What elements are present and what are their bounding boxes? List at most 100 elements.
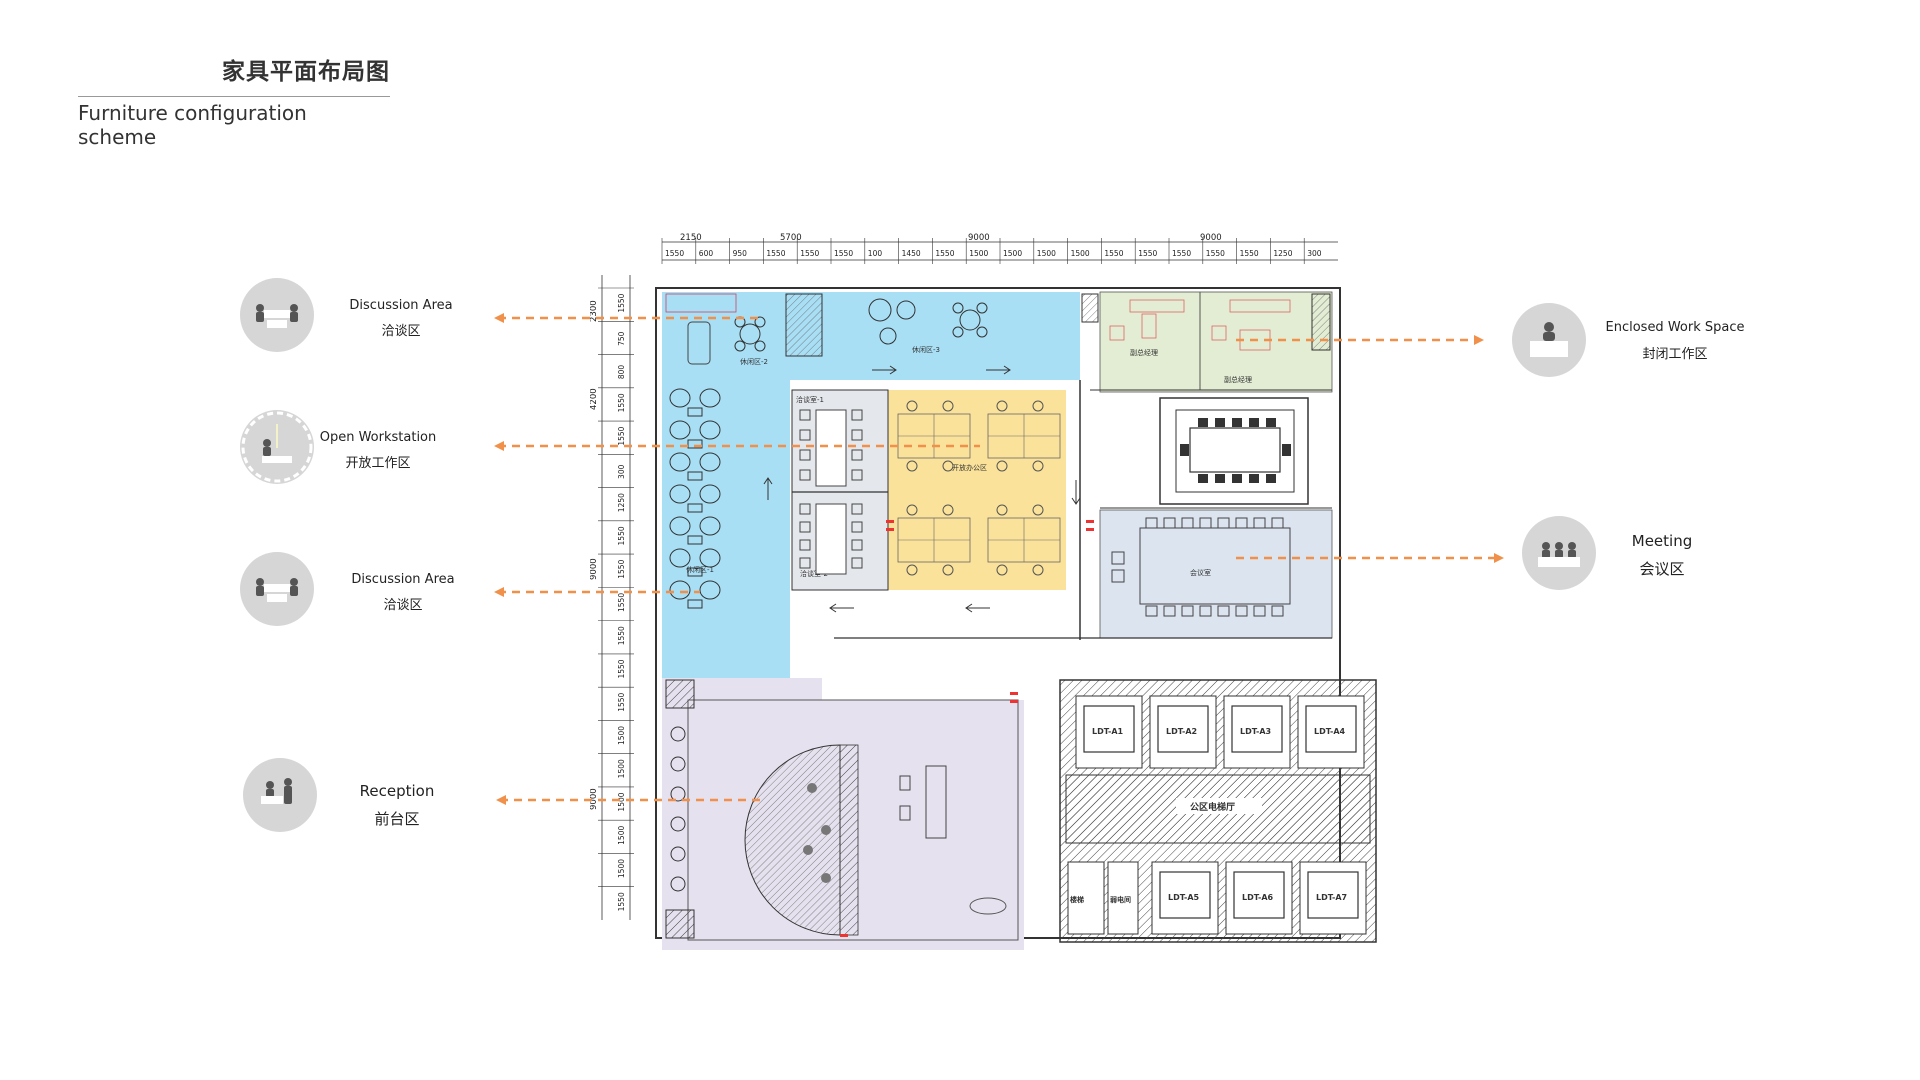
leisure-1-furniture — [669, 388, 721, 609]
dim-left-minor: 1500 — [617, 826, 626, 845]
side-table — [687, 471, 703, 481]
chair — [942, 564, 954, 576]
chair — [1032, 460, 1044, 472]
dim-top-minor: 1550 — [834, 249, 853, 258]
chair — [1199, 517, 1212, 529]
dim-top-minor: 100 — [868, 249, 883, 258]
legend-label-en: Discussion Area — [349, 298, 453, 313]
chair — [1232, 418, 1242, 427]
chair — [1145, 517, 1158, 529]
dim-left-minor: 1550 — [617, 659, 626, 678]
office-desk-icon — [1512, 303, 1586, 377]
leisure-2-furniture — [665, 293, 823, 365]
dim-top-minor: 1450 — [902, 249, 921, 258]
chair — [1249, 474, 1259, 483]
nego-2-label: 洽谈室-2 — [800, 569, 828, 578]
armchair — [669, 484, 691, 504]
page-title-cn: 家具平面布局图 — [222, 59, 390, 85]
armchair — [669, 580, 691, 600]
chair — [670, 726, 686, 742]
armchair — [699, 420, 721, 440]
lift-label: LDT-A3 — [1240, 727, 1271, 736]
leisure-2-label: 休闲区-2 — [740, 357, 768, 366]
chair — [996, 504, 1008, 516]
armchair — [669, 420, 691, 440]
chair — [799, 429, 811, 441]
legend-label-cn: 会议区 — [1639, 560, 1685, 578]
legend-label-en: Reception — [359, 782, 435, 800]
legend-label-en: Discussion Area — [351, 572, 455, 587]
chair — [1235, 517, 1248, 529]
dim-top-minor: 950 — [733, 249, 748, 258]
side-table — [687, 439, 703, 449]
armchair — [699, 484, 721, 504]
side-table — [687, 567, 703, 577]
chair — [851, 469, 863, 481]
lift-label: LDT-A5 — [1168, 893, 1200, 902]
nego-1-label: 洽谈室-1 — [796, 395, 824, 404]
chair — [799, 449, 811, 461]
chair — [1111, 551, 1125, 565]
chair — [1163, 517, 1176, 529]
dim-top-minor: 1500 — [1003, 249, 1022, 258]
side-table — [687, 407, 703, 417]
dim-top-major-1: 2150 — [680, 233, 702, 243]
chair — [996, 400, 1008, 412]
chair — [1266, 474, 1276, 483]
dim-top-minor: 1550 — [1172, 249, 1191, 258]
lift-shaft — [1075, 695, 1143, 769]
dim-top-minor: 1500 — [1071, 249, 1090, 258]
legend-label-cn: 洽谈区 — [383, 598, 423, 613]
chair — [906, 460, 918, 472]
chair — [1032, 400, 1044, 412]
armchair — [669, 388, 691, 408]
nego-table — [815, 503, 847, 575]
dim-left-minor: 1550 — [617, 559, 626, 578]
chair — [996, 460, 1008, 472]
dim-top-minor: 1550 — [935, 249, 954, 258]
chair — [1163, 605, 1176, 617]
chair — [799, 503, 811, 515]
dim-left-minor: 1250 — [617, 493, 626, 512]
dim-top-minor: 600 — [699, 249, 714, 258]
lift-label: LDT-A7 — [1316, 893, 1347, 902]
chair — [1180, 444, 1189, 456]
dim-top-minor: 1550 — [800, 249, 819, 258]
dim-left-major-1: 2300 — [590, 300, 599, 322]
chair — [1235, 605, 1248, 617]
chair — [1217, 517, 1230, 529]
lift-shaft — [1223, 695, 1291, 769]
armchair — [699, 580, 721, 600]
dim-left-minor: 1500 — [617, 859, 626, 878]
chair — [1253, 517, 1266, 529]
door-markers — [840, 520, 1094, 937]
meeting-zone — [1099, 509, 1333, 639]
dim-top-minor: 1550 — [665, 249, 684, 258]
chair — [1232, 474, 1242, 483]
dim-top-minor: 1250 — [1273, 249, 1292, 258]
open-office-label: 开放办公区 — [952, 463, 987, 472]
legend-label-en: Meeting — [1631, 532, 1693, 550]
chair — [799, 409, 811, 421]
dim-top-minor: 1550 — [1240, 249, 1259, 258]
dim-left-minor: 300 — [617, 464, 626, 479]
lift-label: LDT-A4 — [1314, 727, 1346, 736]
chair — [906, 564, 918, 576]
dim-left-minor: 1550 — [617, 692, 626, 711]
armchair — [699, 548, 721, 568]
chair — [1266, 418, 1276, 427]
side-table — [687, 599, 703, 609]
elec-room-label: 弱电间 — [1110, 895, 1131, 904]
legend-label-en: Open Workstation — [319, 430, 437, 445]
chair — [906, 504, 918, 516]
page-title-en: Furniture configuration scheme — [78, 101, 307, 149]
chair — [1032, 504, 1044, 516]
circulation-arrows — [763, 365, 1081, 613]
lift-shaft — [1225, 861, 1293, 935]
chair — [851, 503, 863, 515]
armchair — [699, 452, 721, 472]
chair — [1249, 418, 1259, 427]
chair — [799, 469, 811, 481]
chair — [1145, 605, 1158, 617]
